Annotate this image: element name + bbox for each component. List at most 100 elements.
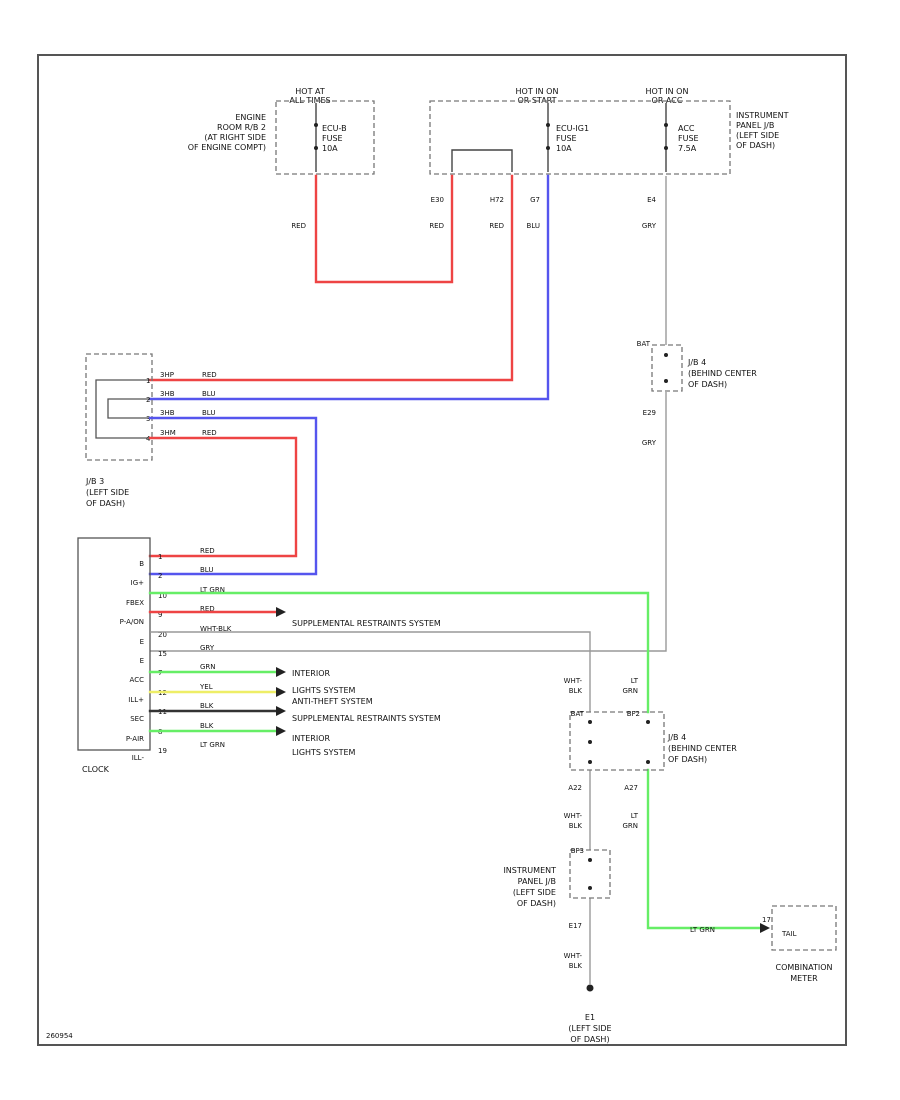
wire-label-red-c: RED	[489, 222, 504, 230]
jb3-line3: OF DASH)	[86, 499, 125, 508]
fuse-ecu-b: ECU-B FUSE 10A	[314, 103, 347, 172]
ground-label: E1 (LEFT SIDE OF DASH)	[568, 1013, 611, 1044]
wire-blu-g7-to-jb3	[148, 174, 550, 401]
dest-theft: ANTI-THEFT SYSTEM	[292, 697, 373, 706]
clock-pin-name-11: ILL-	[132, 754, 145, 762]
connector-bat: BAT	[637, 340, 651, 348]
power-source-hot-at-all-times: HOT AT ALL TIMES	[289, 87, 330, 105]
arrow-interior-2	[276, 726, 286, 736]
fuse-acc-rating: 7.5A	[678, 144, 697, 153]
clock-pin-number-3: 10	[158, 592, 167, 600]
wire-label-ltgrn-1-l1: LT	[631, 677, 639, 685]
fuse-acc-word: FUSE	[678, 134, 699, 143]
fuse-ecu-b-name: ECU-B	[322, 124, 347, 133]
clock-pin-name-8: ILL+	[128, 696, 144, 704]
jb3-label: J/B 3 (LEFT SIDE OF DASH)	[85, 477, 129, 508]
fuse-acc-dot-top	[664, 123, 668, 127]
wire-label-red-a: RED	[291, 222, 306, 230]
arrow-srs-1	[276, 607, 286, 617]
jb4-bottom-dot-1	[588, 720, 592, 724]
clock-box	[77, 537, 151, 751]
engine-room-label: ENGINE ROOM R/B 2 (AT RIGHT SIDE OF ENGI…	[188, 113, 266, 152]
clock-pin-color-6: GRY	[200, 644, 215, 652]
jb4-top-line1: J/B 4	[687, 358, 706, 367]
jb3-conn-1: 3HP	[160, 371, 174, 379]
wire-label-ltgrn-1-l2: GRN	[622, 687, 638, 695]
ip-jb-line1: INSTRUMENT	[736, 111, 789, 120]
hot-at-all-times-line1: HOT AT	[295, 87, 325, 96]
wire-ltgrn-jb4-to-meter	[646, 768, 762, 930]
dest-interior-2-line1: INTERIOR	[292, 734, 331, 743]
clock-pin-number-11: 19	[158, 747, 167, 755]
clock-pin-color-11: LT GRN	[200, 741, 225, 749]
hot-in-on-right-line2: OR ACC	[652, 96, 683, 105]
connector-bf2: BF2	[627, 710, 640, 718]
clock-pin-number-1: 1	[158, 553, 162, 561]
clock-pin-name-4: P-A/ON	[120, 618, 144, 626]
clock-pin-color-9: BLK	[200, 702, 214, 710]
wire-label-ltgrn-2-l2: GRN	[622, 822, 638, 830]
ip-jb-bottom-line1: INSTRUMENT	[503, 866, 556, 875]
jb4-top-label: J/B 4 (BEHIND CENTER OF DASH)	[687, 358, 757, 389]
dest-srs-1: SUPPLEMENTAL RESTRAINTS SYSTEM	[292, 619, 441, 628]
fuse-ecu-ig1-rating: 10A	[556, 144, 572, 153]
connector-e17: E17	[569, 922, 582, 930]
clock-pin-color-7: GRN	[200, 663, 216, 671]
clock-pin-name-1: B	[139, 560, 144, 568]
dest-interior-line2: LIGHTS SYSTEM	[292, 686, 356, 695]
diagram-frame	[37, 54, 847, 1046]
power-source-hot-in-on-start: HOT IN ON OR START	[516, 87, 559, 105]
dest-interior-line1: INTERIOR	[292, 669, 331, 678]
hot-in-on-right-line1: HOT IN ON	[646, 87, 689, 96]
fuse-ecu-b-dot-top	[314, 123, 318, 127]
jb4-bottom-dot-4	[646, 720, 650, 724]
dest-srs-2: SUPPLEMENTAL RESTRAINTS SYSTEM	[292, 714, 441, 723]
fuse-ecu-ig1-dot-top	[546, 123, 550, 127]
ip-jb-line2: PANEL J/B	[736, 121, 774, 130]
jb3-color-4: RED	[202, 429, 217, 437]
connector-g7: G7	[530, 196, 540, 204]
jb3-internal-link-a	[95, 379, 150, 439]
jb4-bottom-dot-5	[646, 760, 650, 764]
wire-label-red-b: RED	[429, 222, 444, 230]
meter-pin-number: 17	[762, 916, 771, 924]
connector-e30: E30	[431, 196, 444, 204]
clock-pin-number-2: 2	[158, 572, 162, 580]
connector-bf3: BF3	[571, 847, 584, 855]
engine-room-line3: (AT RIGHT SIDE	[204, 133, 266, 142]
ip-jb-bottom-line4: OF DASH)	[517, 899, 556, 908]
jb3-pin-2: 2	[146, 396, 150, 404]
ip-jb-bottom-dot-2	[588, 886, 592, 890]
dest-interior-2-line2: LIGHTS SYSTEM	[292, 748, 356, 757]
clock-pin-color-4: RED	[200, 605, 215, 613]
footer-code: 260954	[46, 1032, 73, 1040]
ip-jb-bottom-dot-1	[588, 858, 592, 862]
clock-pin-name-7: ACC	[130, 676, 145, 684]
connector-a27: A27	[624, 784, 638, 792]
wire-red-jb3-to-clock-b	[148, 436, 298, 558]
jb3-conn-3: 3HB	[160, 409, 175, 417]
arrow-meter	[760, 923, 770, 933]
ip-jb-bottom-line2: PANEL J/B	[518, 877, 556, 886]
jb3-line1: J/B 3	[85, 477, 104, 486]
ip-jb-bottom-box	[569, 849, 611, 899]
wire-gry-jb4-to-clock	[150, 392, 667, 652]
clock-pin-color-5: WHT-BLK	[200, 625, 232, 633]
jb4-top-dot-2	[664, 379, 668, 383]
instrument-panel-jb-box	[429, 100, 731, 175]
ip-jb-bottom-label: INSTRUMENT PANEL J/B (LEFT SIDE OF DASH)	[503, 866, 556, 908]
engine-room-line2: ROOM R/B 2	[217, 123, 266, 132]
clock-title: CLOCK	[82, 765, 110, 774]
fuse-acc-dot-bottom	[664, 146, 668, 150]
jb3-conn-2: 3HB	[160, 390, 175, 398]
wire-label-gry-top: GRY	[642, 222, 657, 230]
fuse-acc-name: ACC	[678, 124, 695, 133]
jb3-internal-link-b	[107, 398, 150, 419]
instrument-panel-jb-label: INSTRUMENT PANEL J/B (LEFT SIDE OF DASH)	[736, 111, 789, 150]
ground-line3: OF DASH)	[570, 1035, 609, 1044]
fuse-ecu-ig1-name: ECU-IG1	[556, 124, 589, 133]
connector-h72: H72	[490, 196, 504, 204]
ground-line1: E1	[585, 1013, 595, 1022]
